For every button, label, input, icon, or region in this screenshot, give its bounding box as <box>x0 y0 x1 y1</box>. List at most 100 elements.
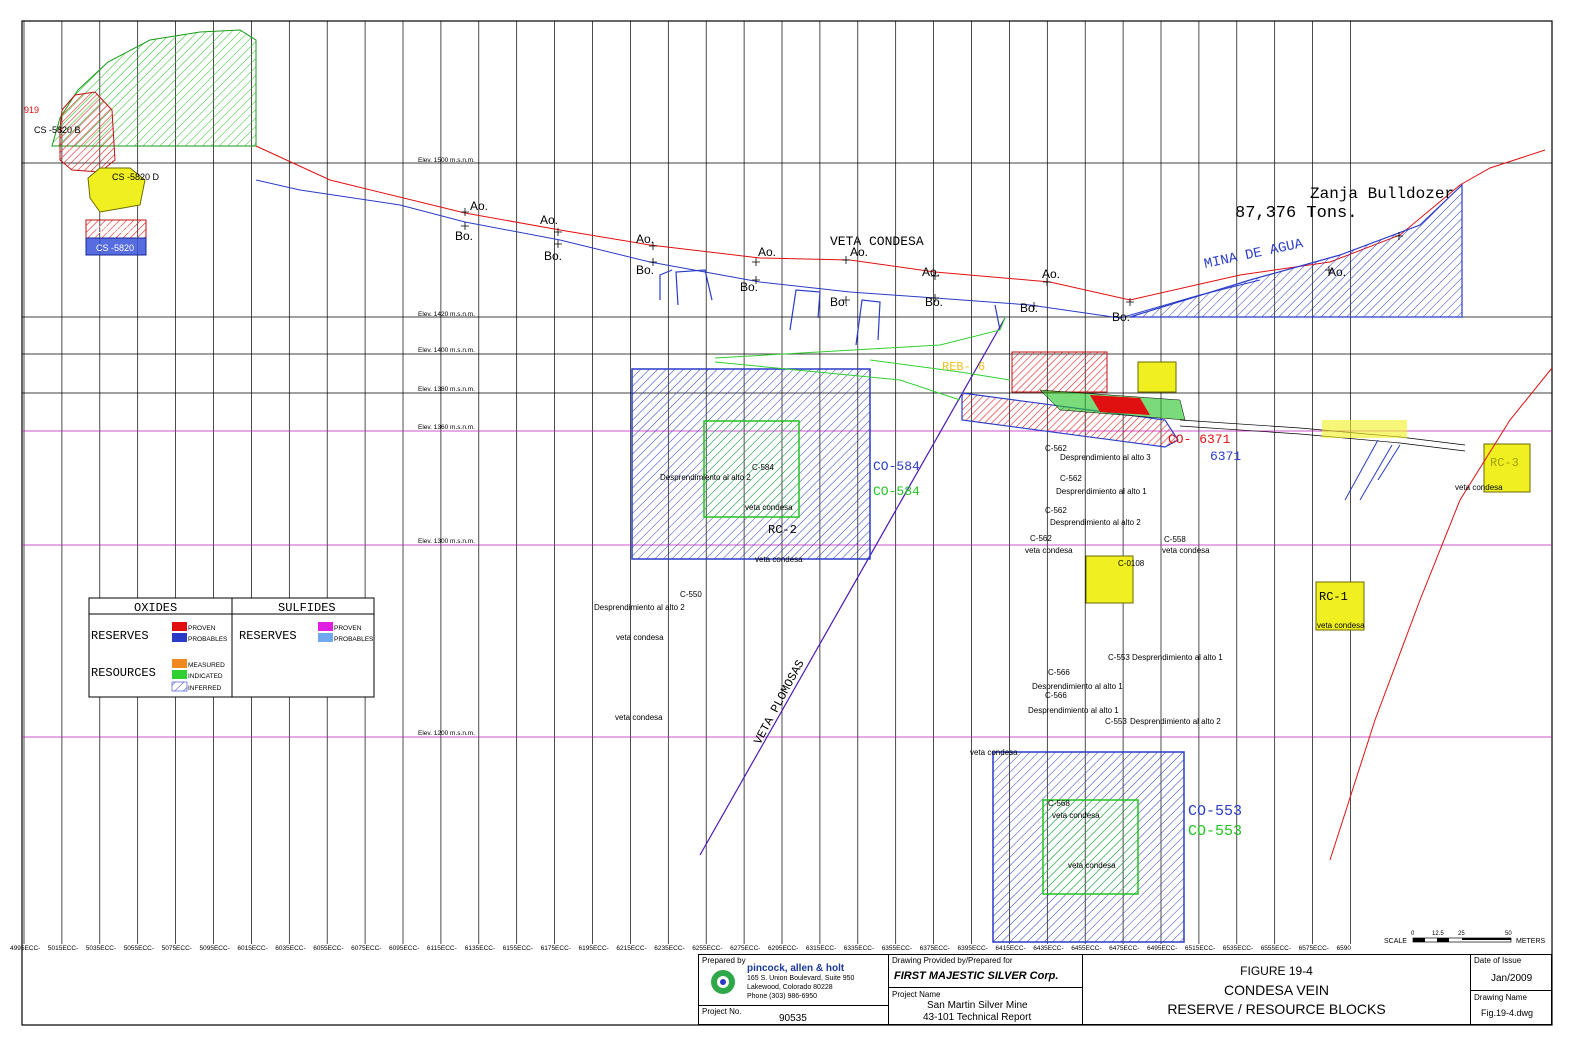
date-box: Date of Issue Jan/2009 Drawing Name Fig.… <box>1470 954 1552 1025</box>
scale-tick-2: 25 <box>1458 931 1465 937</box>
legend-oxides-heading: OXIDES <box>134 601 177 615</box>
veta-plomosas-line <box>699 317 1006 856</box>
veta-label: veta condesa <box>616 633 664 642</box>
rc2-indicated-block <box>703 420 800 518</box>
section-label: 6035ECC- <box>275 945 305 952</box>
legend-probables-sul: PROBABLES <box>334 636 374 643</box>
ao-label: Ao. <box>1328 265 1346 279</box>
project-name-2: 43-101 Technical Report <box>923 1012 1032 1023</box>
legend-swatch-inferred <box>171 681 188 692</box>
section-label: 6275ECC- <box>730 945 760 952</box>
section-label: 6395ECC- <box>958 945 988 952</box>
client-name: FIRST MAJESTIC SILVER Corp. <box>894 970 1059 982</box>
section-label: 6475ECC- <box>1109 945 1139 952</box>
rc1-label: RC-1 <box>1319 590 1348 604</box>
section-label: 6195ECC- <box>579 945 609 952</box>
pah-company: pincock, allen & holt <box>747 963 845 974</box>
bo-label: Bo. <box>830 295 848 309</box>
veta-label: veta condesa <box>1052 811 1100 820</box>
veta-plomosas-label: VETA PLOMOSAS <box>751 658 807 747</box>
desp-label: Desprendimiento al alto 1 <box>1132 653 1223 662</box>
legend-proven-sul: PROVEN <box>334 625 362 632</box>
ao-label: Ao. <box>850 245 868 259</box>
ao-label: Ao. <box>636 232 654 246</box>
ao-bo-labels: Ao. Bo. Ao. Bo. Ao. Bo. Ao. Bo. Ao. Bo. … <box>455 199 1346 324</box>
scale-unit: METERS <box>1516 938 1546 945</box>
section-label: 6155ECC- <box>503 945 533 952</box>
legend-swatch-probable-ox <box>172 633 187 642</box>
c566-label: C-566 <box>1048 668 1070 677</box>
desp-label: Desprendimiento al alto 2 <box>1130 717 1221 726</box>
co553-indicated-block <box>1042 799 1139 895</box>
central-yellow-block <box>1137 361 1177 393</box>
c562-label: C-562 <box>1030 534 1052 543</box>
legend: OXIDES SULFIDES RESERVES RESOURCES RESER… <box>88 597 375 698</box>
section-label: 6055ECC- <box>313 945 343 952</box>
central-proven-stope <box>1011 351 1108 393</box>
rc2-label: RC-2 <box>768 523 797 537</box>
veta-label: veta condesa <box>755 555 803 564</box>
elev-label-1500: Elev. 1500 m.s.n.m. <box>418 157 475 164</box>
pah-addr2: Lakewood, Colorado 80228 <box>747 984 833 991</box>
green-workings <box>714 317 1011 401</box>
mina-de-agua-inferred-block <box>1129 183 1463 318</box>
section-label: 6515ECC- <box>1185 945 1215 952</box>
bo-label: Bo. <box>925 295 943 309</box>
figure-title-box: FIGURE 19-4 CONDESA VEIN RESERVE / RESOU… <box>1082 954 1471 1025</box>
section-label: 6215ECC- <box>616 945 646 952</box>
elev-label-1380: Elev. 1380 m.s.n.m. <box>418 386 475 393</box>
cs5820d-label: CS -5820 D <box>112 172 160 182</box>
legend-swatch-probable-sul <box>318 633 333 642</box>
legend-reserves-label: RESERVES <box>91 629 149 643</box>
legend-swatch-indicated <box>172 670 187 679</box>
section-label: 6075ECC- <box>351 945 381 952</box>
c553-label: C-553 <box>1105 717 1127 726</box>
veta-label: veta condesa <box>1068 861 1116 870</box>
drillhole-annotations: C-562 Desprendimiento al alto 3 C-562 De… <box>594 444 1503 757</box>
section-label: 6015ECC- <box>237 945 267 952</box>
bo-label: Bo. <box>455 229 473 243</box>
section-label: 5055ECC- <box>124 945 154 952</box>
section-label: 6355ECC- <box>882 945 912 952</box>
section-label: 6375ECC- <box>920 945 950 952</box>
section-label: 6115ECC- <box>427 945 457 952</box>
veta-label: veta condesa <box>745 503 793 512</box>
bo-label: Bo. <box>636 263 654 277</box>
bo-label: Bo. <box>544 249 562 263</box>
co584-blue-label: CO-584 <box>873 459 920 474</box>
legend-swatch-proven-ox <box>172 622 187 631</box>
rc1-block <box>1315 581 1365 631</box>
drawing-border <box>21 20 1553 1026</box>
adit-yellow-block <box>1322 420 1407 438</box>
c562-label: C-562 <box>1045 506 1067 515</box>
ao-label: Ao. <box>922 265 940 279</box>
veta-label: veta condesa <box>1455 483 1503 492</box>
bo-label: Bo. <box>740 280 758 294</box>
c584-label: C-584 <box>752 463 774 472</box>
legend-indicated: INDICATED <box>188 673 223 680</box>
fault-line <box>1329 367 1553 861</box>
co553-green-label: CO-553 <box>1188 823 1242 840</box>
cs5820-label: CS -5820 <box>96 225 134 235</box>
ao-label: Ao. <box>540 213 558 227</box>
co6371-blue-label: 6371 <box>1210 449 1241 464</box>
section-label: 6295ECC- <box>768 945 798 952</box>
desp-label: Desprendimiento al alto 2 <box>594 603 685 612</box>
c562-label: C-562 <box>1060 474 1082 483</box>
top-profile-line <box>255 145 1546 301</box>
pah-addr1: 165 S. Union Boulevard, Suite 950 <box>747 975 855 982</box>
section-label: 6135ECC- <box>465 945 495 952</box>
section-label: 6455ECC- <box>1071 945 1101 952</box>
c553-label: C-553 <box>1108 653 1130 662</box>
reb-label: REB- 6 <box>942 360 985 374</box>
project-no-value: 90535 <box>779 1013 807 1024</box>
desp-label: Desprendimiento al alto 3 <box>1060 453 1151 462</box>
scale-tick-3: 50 <box>1505 931 1512 937</box>
section-label: 5015ECC- <box>48 945 78 952</box>
tons-label: 87,376 Tons. <box>1235 204 1357 223</box>
desp-label: Desprendimiento al alto 1 <box>1056 487 1147 496</box>
section-label: 6235ECC- <box>654 945 684 952</box>
section-label: 6315ECC- <box>806 945 836 952</box>
legend-probables: PROBABLES <box>188 636 228 643</box>
